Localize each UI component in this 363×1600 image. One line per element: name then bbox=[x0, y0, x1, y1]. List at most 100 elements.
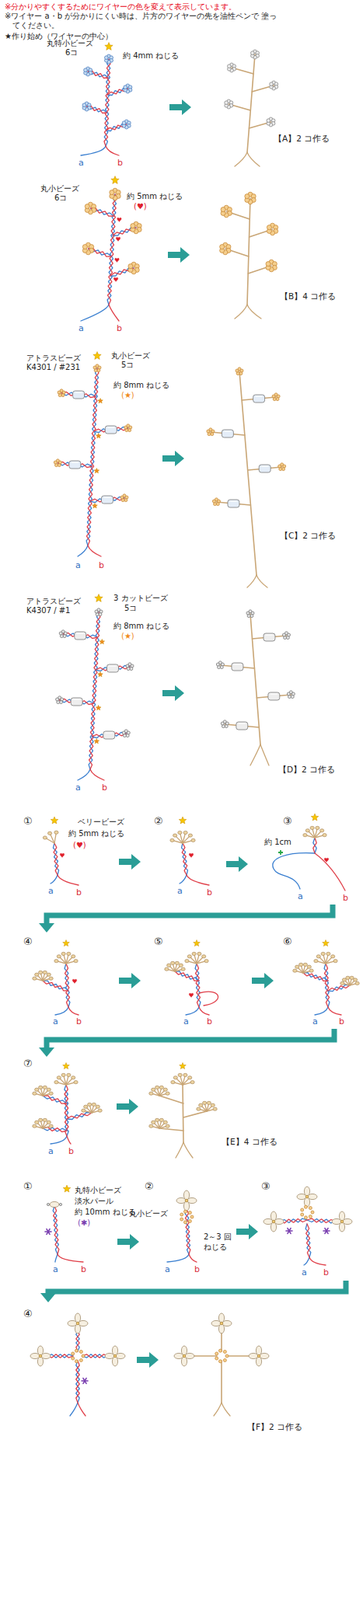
step-number: ⑦ bbox=[23, 1058, 33, 1071]
wire bbox=[87, 71, 109, 79]
result-label: 【C】2 コ作る bbox=[279, 530, 336, 541]
berry-bead bbox=[34, 1120, 39, 1124]
flow-line bbox=[46, 904, 333, 925]
wire bbox=[80, 146, 106, 156]
berry-bead bbox=[48, 977, 53, 981]
bead bbox=[183, 1221, 187, 1225]
wire-label: b bbox=[206, 1017, 213, 1028]
bead bbox=[303, 1216, 308, 1220]
berry-bead bbox=[178, 830, 182, 835]
asterisk-mark bbox=[46, 1229, 50, 1236]
wire-label: b bbox=[76, 888, 82, 899]
wire bbox=[159, 1095, 184, 1104]
bead bbox=[184, 1199, 189, 1203]
berry-bead bbox=[71, 955, 76, 959]
part-label: 5コ bbox=[121, 360, 134, 370]
bead bbox=[188, 1219, 192, 1223]
berry-bead bbox=[95, 1105, 100, 1109]
star-mark bbox=[97, 672, 104, 678]
bead bbox=[224, 101, 229, 105]
berry-bead bbox=[151, 1120, 156, 1124]
bead bbox=[83, 68, 88, 73]
berry-bead bbox=[164, 967, 169, 971]
result-label: 【B】4 コ作る bbox=[279, 291, 336, 301]
atlas-bead bbox=[101, 495, 114, 504]
wire bbox=[198, 1007, 210, 1016]
step-arrow bbox=[162, 685, 185, 702]
pearl bbox=[104, 1353, 115, 1359]
part-label: 約 10mm ねじる bbox=[74, 1207, 137, 1218]
wire bbox=[53, 843, 59, 876]
part-label: 丸特小ビーズ bbox=[46, 38, 94, 49]
asterisk-mark bbox=[83, 1378, 87, 1385]
berry-bead bbox=[54, 830, 59, 835]
wire bbox=[313, 837, 317, 854]
wire bbox=[108, 194, 117, 305]
wire bbox=[250, 614, 261, 745]
atlas-bead bbox=[231, 663, 244, 671]
part-label: 丸小ビーズ bbox=[129, 1209, 168, 1219]
star-mark bbox=[99, 639, 105, 645]
berry-bead bbox=[66, 1073, 71, 1077]
part-label: 丸小ビーズ bbox=[111, 351, 151, 361]
wire bbox=[82, 1354, 109, 1358]
heart-mark bbox=[113, 277, 118, 282]
step-number: ① bbox=[23, 816, 33, 828]
berry-bead bbox=[183, 1073, 188, 1077]
part-label: K4307 / #1 bbox=[26, 606, 70, 616]
wire bbox=[52, 843, 59, 876]
bead bbox=[82, 244, 88, 250]
pearl bbox=[331, 1218, 342, 1225]
bead bbox=[308, 1207, 312, 1211]
star-mark bbox=[179, 1063, 187, 1070]
heart-mark bbox=[188, 853, 193, 858]
berry-bead bbox=[191, 952, 196, 956]
wire bbox=[88, 248, 112, 257]
berry-bead bbox=[48, 1092, 53, 1096]
bead bbox=[251, 51, 255, 56]
wire bbox=[110, 268, 134, 276]
step-arrow bbox=[251, 973, 274, 989]
twist-mark-label: (★) bbox=[121, 631, 135, 642]
wire bbox=[104, 59, 111, 147]
part-label: 約 4mm ねじる bbox=[122, 51, 179, 61]
wire bbox=[105, 146, 119, 156]
wire bbox=[328, 985, 350, 992]
wire bbox=[174, 971, 199, 981]
asterisk-mark bbox=[46, 1229, 50, 1236]
wire bbox=[247, 265, 272, 274]
heart-mark bbox=[59, 853, 64, 858]
bead bbox=[59, 631, 63, 636]
berry-bead bbox=[181, 967, 185, 971]
atlas-bead bbox=[73, 390, 85, 399]
wire bbox=[52, 1206, 59, 1255]
bead bbox=[128, 264, 133, 269]
wire bbox=[247, 198, 251, 305]
wire bbox=[186, 875, 210, 886]
berry-bead bbox=[61, 952, 66, 956]
wire bbox=[188, 1254, 197, 1263]
berry-bead bbox=[188, 834, 192, 838]
heart-mark bbox=[117, 217, 122, 222]
wire-label: b bbox=[80, 1265, 87, 1276]
wire bbox=[314, 1007, 329, 1016]
berry-bead bbox=[91, 1102, 96, 1107]
atlas-bead bbox=[268, 692, 280, 701]
wire bbox=[324, 963, 330, 1008]
berry-bead bbox=[187, 955, 192, 959]
step-arrow bbox=[117, 1234, 140, 1250]
star-mark bbox=[94, 468, 100, 474]
atlas-bead bbox=[253, 394, 266, 403]
berry-bead bbox=[345, 976, 350, 980]
bead bbox=[84, 204, 90, 210]
berry-bead bbox=[38, 1085, 43, 1089]
star-mark bbox=[94, 594, 103, 603]
berry-bead bbox=[48, 1124, 53, 1128]
part-label: 約 1cm bbox=[264, 837, 292, 848]
step-number: ③ bbox=[261, 1181, 271, 1194]
wire bbox=[112, 227, 137, 236]
part-label: アトラスビーズ bbox=[26, 353, 81, 363]
wire bbox=[225, 248, 249, 257]
wire bbox=[307, 1219, 336, 1224]
berry-bead bbox=[159, 1085, 164, 1089]
